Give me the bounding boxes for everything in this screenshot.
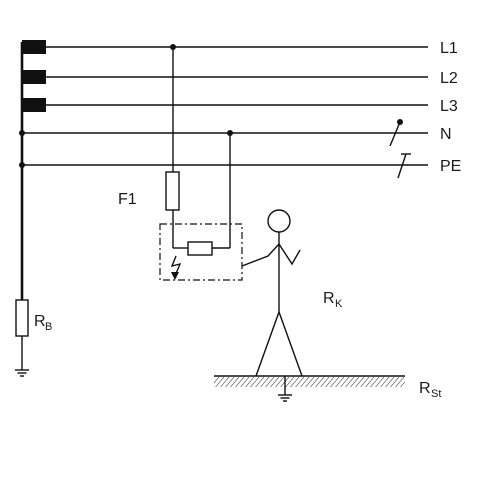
label-rk-sub: K [335,298,343,310]
label-l2: L2 [440,70,458,87]
label-l3: L3 [440,98,458,115]
phase-l2-terminal [22,70,46,84]
label-rst-sub: St [431,388,441,400]
person-figure [241,209,303,377]
label-rk: R K [323,290,343,310]
label-rb-main: R [34,313,46,330]
earth-resistor-rb [15,299,29,337]
person-left-arm [241,243,280,267]
neutral-return [227,130,233,248]
person-right-arm [278,243,301,266]
equipment-enclosure [159,223,243,281]
operational-earth [15,299,29,377]
person-legs [255,309,303,377]
person-head [267,209,291,233]
source-bus [19,40,46,300]
fault-arrow [170,255,182,280]
pe-conductor-marker [397,153,411,179]
conductors [22,46,428,166]
label-rst: R St [419,380,441,400]
standing-surface [214,375,405,402]
n-conductor-marker [389,119,403,147]
load-resistor [187,241,213,256]
fuse-f1 [165,171,180,211]
load-element [173,241,230,256]
label-rb: R B [34,313,52,333]
phase-l1-terminal [22,40,46,54]
label-f1: F1 [118,191,137,208]
label-rk-main: R [323,290,335,307]
ground-hatching [214,377,405,387]
fuse-branch [165,44,180,248]
label-rb-sub: B [45,321,52,333]
label-rst-main: R [419,380,431,397]
label-pe: PE [440,158,461,175]
label-n: N [440,126,452,143]
label-l1: L1 [440,40,458,57]
phase-l3-terminal [22,98,46,112]
